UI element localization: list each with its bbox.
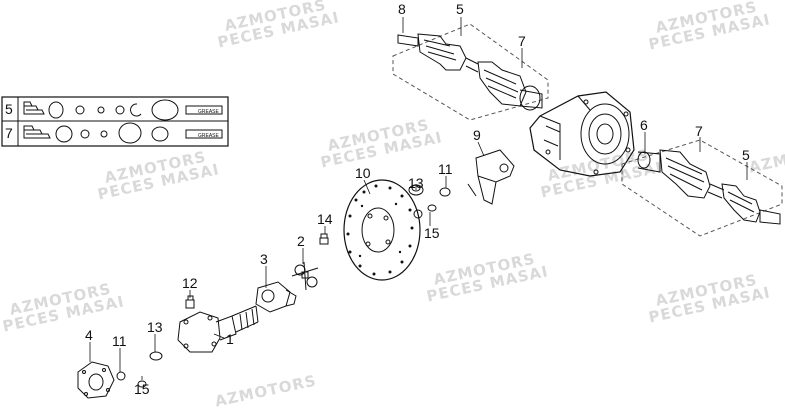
callout-8: 8 — [398, 1, 406, 17]
callout-14: 14 — [317, 211, 333, 227]
drive-shaft — [177, 305, 259, 353]
callout-2: 2 — [297, 233, 305, 249]
callout-3: 3 — [260, 251, 268, 267]
differential-housing — [529, 91, 635, 177]
callout-12: 12 — [182, 275, 198, 291]
kit-row-5-label: 5 — [5, 101, 13, 117]
slip-yoke — [255, 281, 297, 313]
boot-kit-table: GREASE GREASE — [1, 96, 229, 147]
bolt-14 — [319, 233, 329, 245]
grease-tube-label: GREASE — [198, 109, 220, 115]
callout-1: 1 — [226, 331, 234, 347]
washer-11 — [439, 187, 451, 197]
washer-15 — [427, 204, 437, 212]
nut-15 — [413, 209, 423, 219]
clamp-ring-icon — [48, 101, 64, 119]
right-axle-shaft — [621, 139, 783, 237]
bolt-12 — [185, 295, 195, 309]
callout-7: 7 — [518, 33, 526, 49]
callout-15: 15 — [134, 381, 150, 397]
callout-13: 13 — [147, 319, 163, 335]
callout-9: 9 — [473, 127, 481, 143]
parts-drawing: GREASE GREASE — [1, 17, 783, 399]
callout-7: 7 — [695, 123, 703, 139]
grease-tube-icon — [185, 129, 223, 139]
grease-tube-label: GREASE — [198, 133, 220, 139]
callout-11: 11 — [112, 333, 127, 349]
leader-lines — [89, 17, 748, 380]
brake-disc — [343, 179, 421, 281]
boot-large-icon — [23, 125, 51, 139]
callout-6: 6 — [640, 117, 648, 133]
grease-tube-icon — [185, 105, 223, 115]
callout-13: 13 — [408, 175, 424, 191]
callout-5: 5 — [456, 1, 464, 17]
nut-13-lower — [149, 351, 163, 361]
callout-4: 4 — [85, 327, 93, 343]
band-clamp-icon — [151, 99, 179, 121]
snap-ring-icon — [130, 103, 142, 117]
boot-small-icon — [23, 101, 45, 115]
washer-15-lower — [137, 380, 147, 388]
universal-joint-cross — [291, 261, 319, 291]
flange-4 — [77, 361, 115, 399]
callout-10: 10 — [355, 165, 371, 181]
washer-11-lower — [116, 371, 126, 381]
kit-row-7-label: 7 — [5, 125, 13, 141]
callout-11: 11 — [438, 161, 453, 177]
callout-5: 5 — [742, 147, 750, 163]
callout-15: 15 — [424, 225, 440, 241]
flange-yoke — [467, 149, 515, 205]
upper-axle-shaft — [392, 23, 549, 121]
